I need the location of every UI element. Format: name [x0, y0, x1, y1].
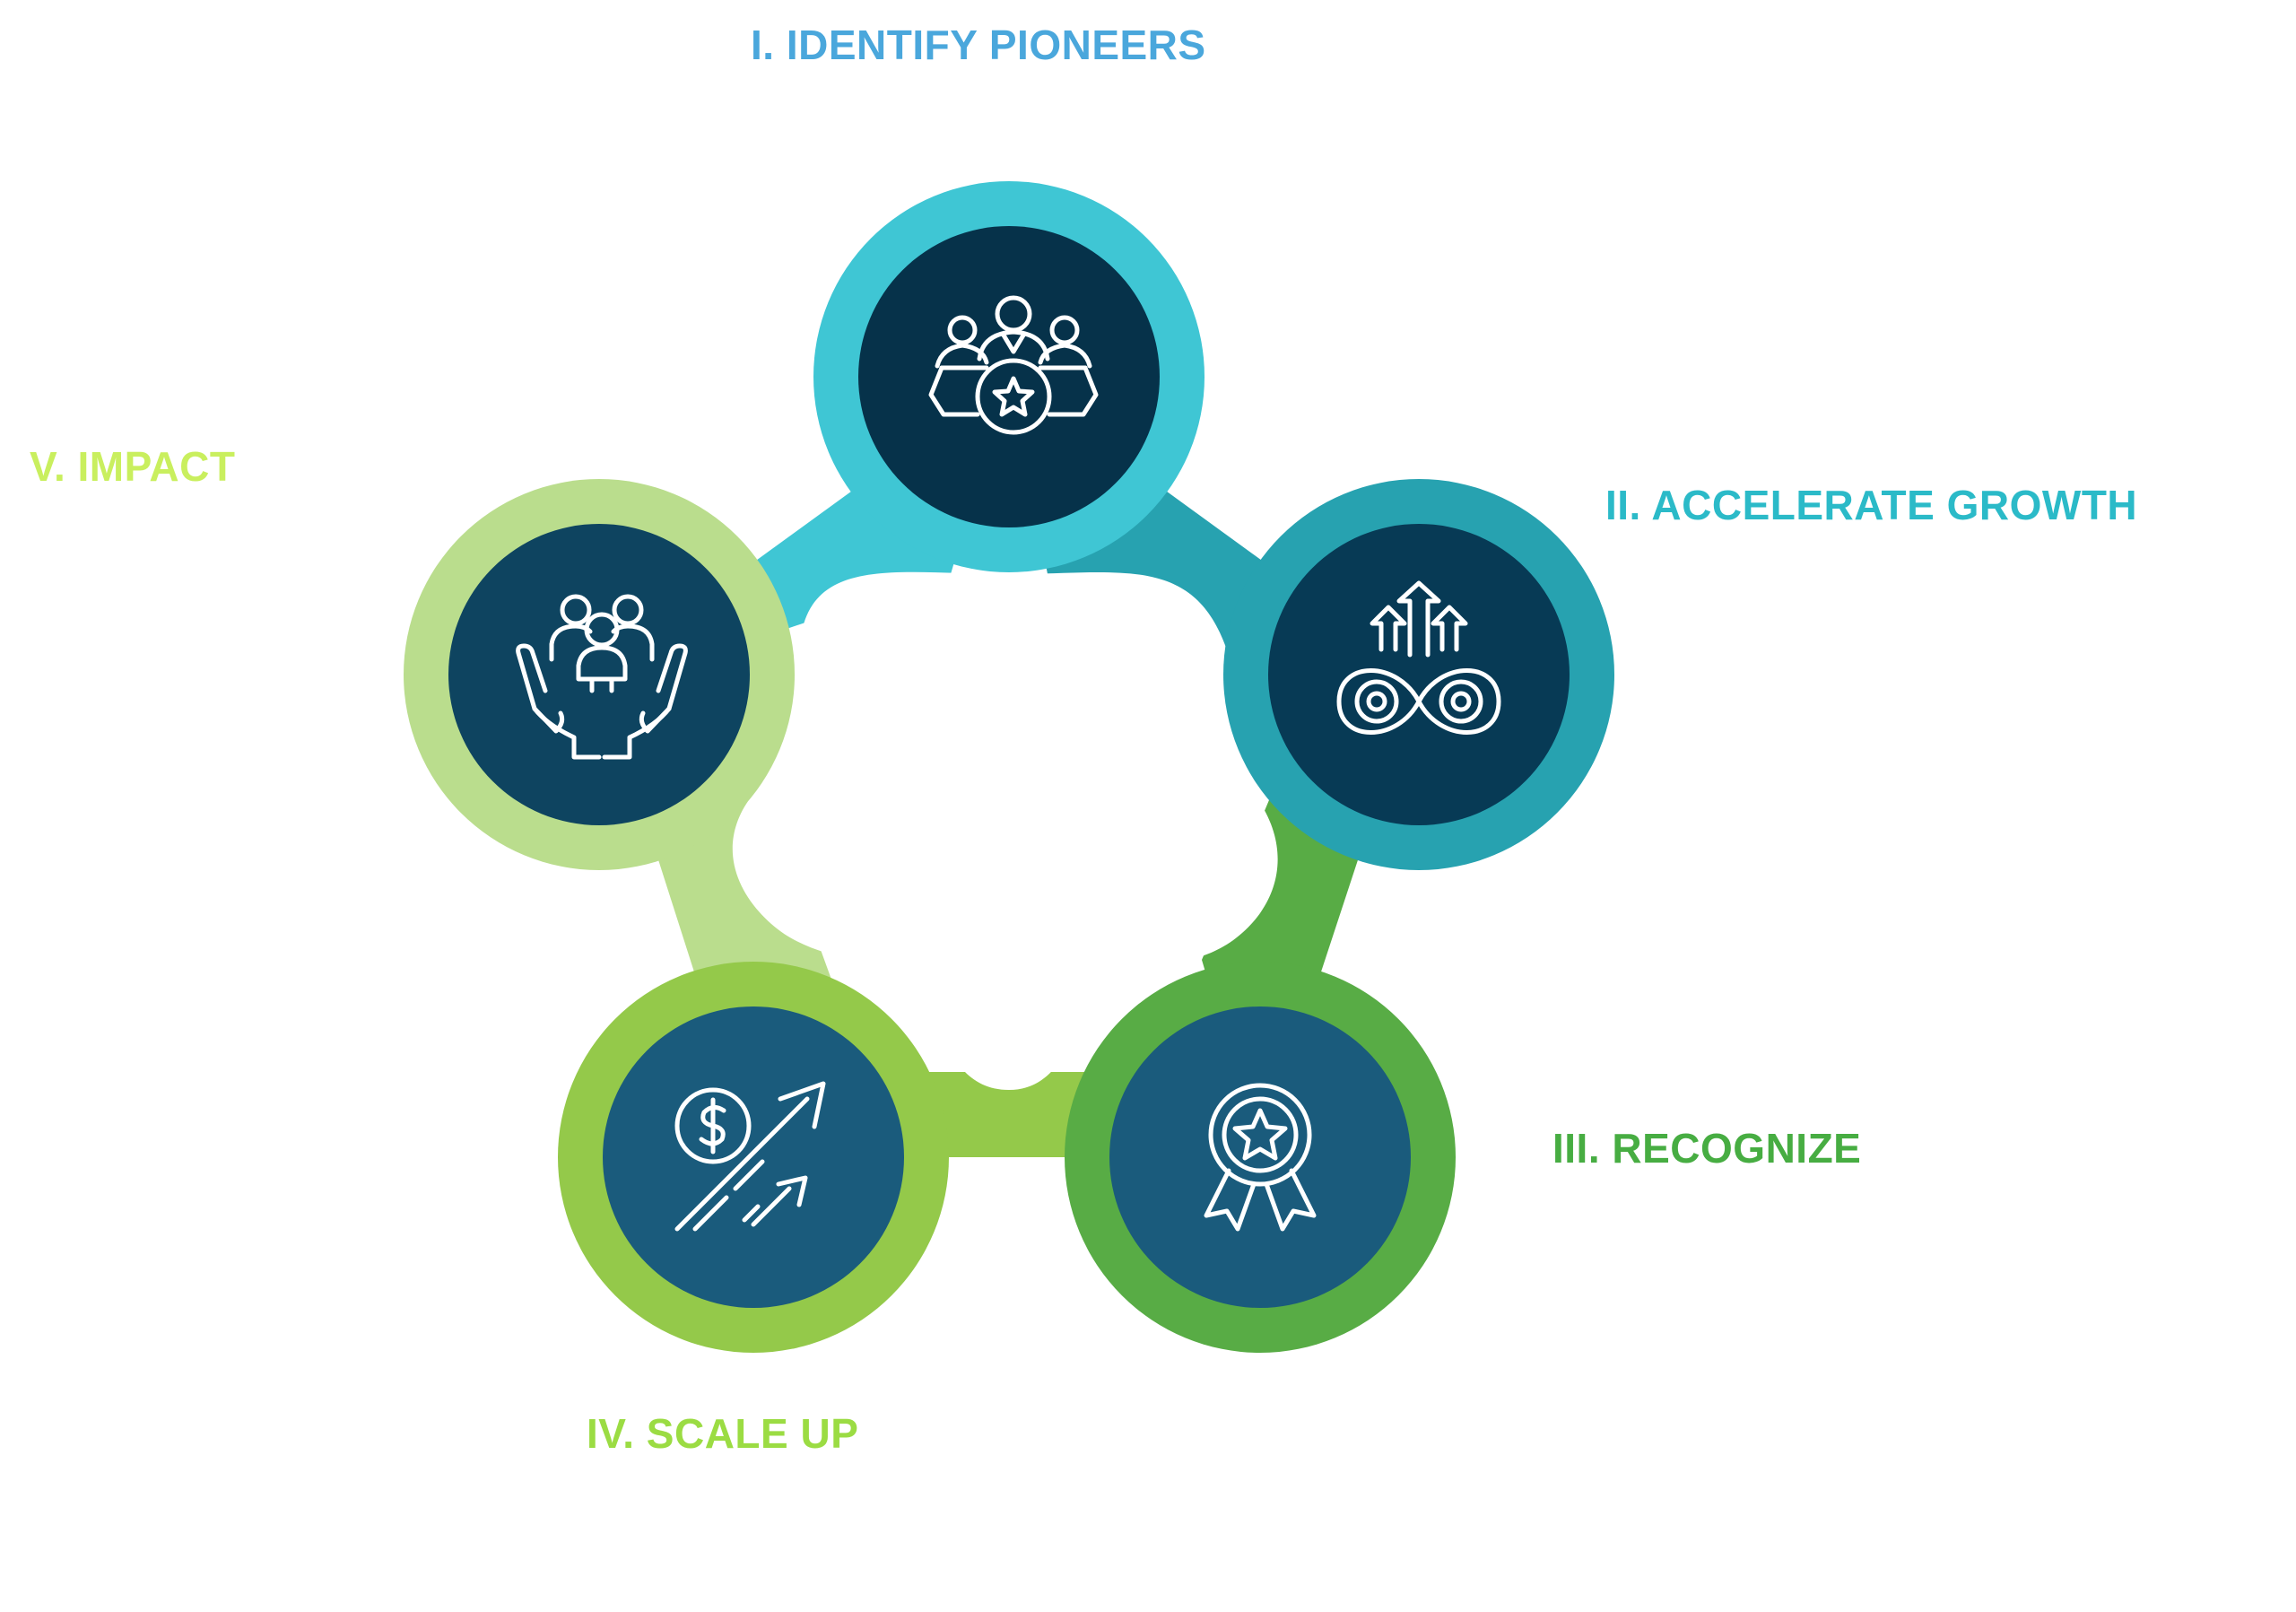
dollar-scale-arrows-icon — [674, 1081, 826, 1232]
stage-label-scale-up: IV. SCALE UP — [587, 1410, 859, 1457]
stage-scale-up-node — [558, 962, 949, 1353]
community-hands-icon — [516, 594, 688, 760]
award-badge-icon — [1204, 1083, 1317, 1232]
stage-recognize-node — [1065, 962, 1456, 1353]
stage-accelerate-growth-node — [1223, 479, 1614, 870]
stage-label-recognize: III. RECOGNIZE — [1552, 1125, 1862, 1172]
growth-gears-arrows-icon — [1336, 580, 1501, 735]
pioneers-team-star-icon — [928, 295, 1099, 435]
stage-label-impact: V. IMPACT — [30, 443, 236, 490]
stage-label-accelerate-growth: II. ACCELERATE GROWTH — [1605, 482, 2138, 528]
stage-label-identify-pioneers: I. IDENTIFY PIONEERS — [751, 22, 1206, 68]
stage-impact-node — [404, 479, 795, 870]
stage-identify-pioneers-node — [813, 181, 1205, 572]
